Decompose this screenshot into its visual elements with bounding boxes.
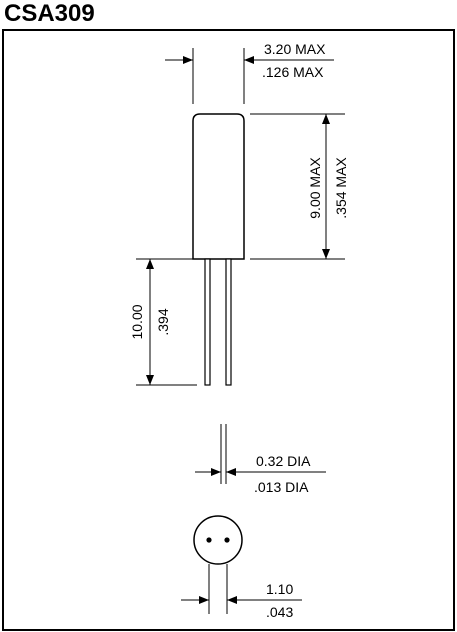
body-outline-circle (193, 515, 243, 565)
lead-spacing-in-label: .043 (266, 604, 293, 620)
width-mm-label: 3.20 MAX (264, 41, 326, 57)
lead-diameter-dimension: 0.32 DIA .013 DIA (195, 424, 326, 495)
lead-dot-right (224, 537, 230, 543)
lead-dia-in-label: .013 DIA (254, 479, 309, 495)
lead-length-in-label: .394 (155, 308, 171, 335)
height-dimension: 9.00 MAX .354 MAX (250, 113, 349, 260)
height-in-label: .354 MAX (333, 157, 349, 219)
lead-dia-mm-label: 0.32 DIA (256, 453, 311, 469)
lead-length-dimension: 10.00 .394 (129, 258, 197, 386)
leads (204, 258, 232, 386)
lead-spacing-mm-label: 1.10 (266, 581, 293, 597)
lead-left (204, 258, 211, 386)
lead-dot-left (206, 537, 212, 543)
lead-length-mm-label: 10.00 (129, 304, 145, 339)
drawing-frame (2, 29, 455, 631)
width-in-label: .126 MAX (262, 64, 324, 80)
bottom-view: 1.10 .043 (181, 515, 302, 620)
crystal-body (192, 113, 245, 260)
width-dimension: 3.20 MAX .126 MAX (165, 41, 334, 104)
height-mm-label: 9.00 MAX (307, 157, 323, 219)
part-number-title: CSA309 (4, 0, 95, 27)
lead-right (225, 258, 232, 386)
